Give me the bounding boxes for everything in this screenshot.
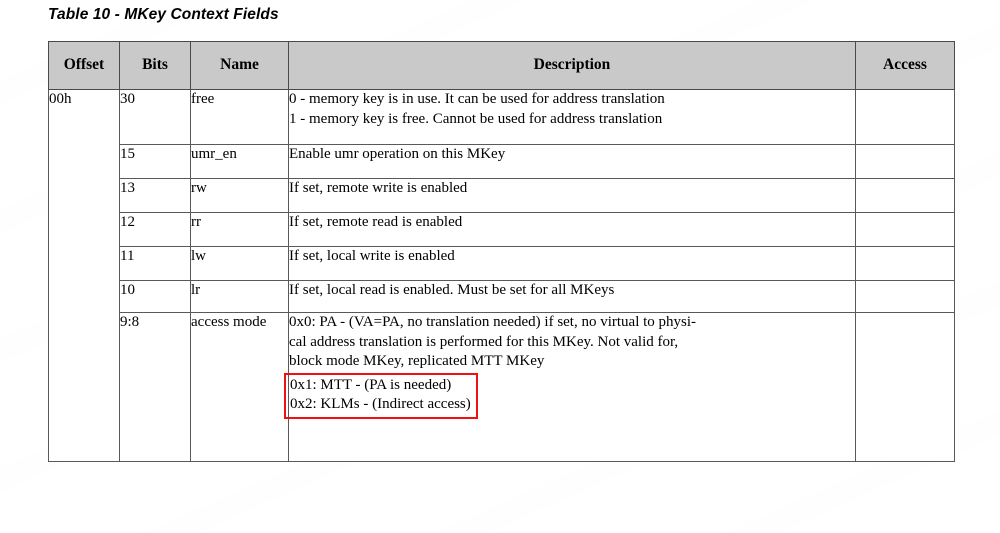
access-cell [855, 178, 955, 213]
table-row: 12 rr If set, remote read is enabled [49, 212, 955, 247]
bits-cell: 9:8 [119, 312, 191, 462]
bits-cell: 15 [119, 144, 191, 179]
name-cell: lw [190, 246, 289, 281]
description-line: Enable umr operation on this MKey [289, 146, 506, 162]
column-header-name: Name [190, 41, 289, 90]
bits-cell: 10 [119, 280, 191, 313]
mkey-context-fields-table: Offset Bits Name Description Access 00h … [48, 41, 955, 462]
description-cell: 0x0: PA - (VA=PA, no translation needed)… [284, 312, 856, 462]
access-cell [855, 312, 955, 462]
name-cell: free [190, 89, 289, 145]
name-cell: access mode [190, 312, 289, 462]
highlighted-description-line: 0x1: MTT - (PA is needed) [290, 376, 452, 393]
description-line: 1 - memory key is free. Cannot be used f… [289, 110, 663, 127]
description-line: cal address translation is performed for… [289, 333, 679, 350]
bits-cell: 30 [119, 89, 191, 145]
description-cell: If set, remote read is enabled [288, 212, 856, 247]
table-body: 00h 30 free 0 - memory key is in use. It… [48, 89, 955, 462]
mkey-context-fields-table-wrapper: Offset Bits Name Description Access 00h … [48, 41, 955, 462]
name-cell: rw [190, 178, 289, 213]
column-header-bits: Bits [119, 41, 191, 90]
bits-cell: 11 [119, 246, 191, 281]
description-line: If set, remote write is enabled [289, 180, 468, 196]
highlighted-description-line: 0x2: KLMs - (Indirect access) [290, 396, 471, 412]
description-cell: If set, local read is enabled. Must be s… [288, 280, 856, 313]
table-header-row: Offset Bits Name Description Access [48, 41, 955, 90]
table-row: 13 rw If set, remote write is enabled [49, 178, 955, 213]
red-highlight-annotation: 0x1: MTT - (PA is needed) 0x2: KLMs - (I… [284, 372, 478, 419]
table-row: 10 lr If set, local read is enabled. Mus… [49, 280, 955, 313]
table-row: 15 umr_en Enable umr operation on this M… [49, 144, 955, 179]
column-header-access: Access [855, 41, 955, 90]
description-line: block mode MKey, replicated MTT MKey [289, 353, 545, 369]
description-cell: If set, local write is enabled [288, 246, 856, 281]
description-cell: If set, remote write is enabled [288, 178, 856, 213]
table-caption: Table 10 - MKey Context Fields [48, 6, 279, 23]
name-cell: rr [190, 212, 289, 247]
access-cell [855, 144, 955, 179]
table-header: Offset Bits Name Description Access [48, 41, 955, 90]
table-row: 00h 30 free 0 - memory key is in use. It… [48, 89, 955, 462]
access-cell [855, 89, 955, 145]
column-header-offset: Offset [48, 41, 120, 90]
bits-cell: 12 [119, 212, 191, 247]
description-line: If set, local read is enabled. Must be s… [289, 282, 615, 298]
description-cell: 0 - memory key is in use. It can be used… [288, 89, 856, 145]
description-line: If set, remote read is enabled [289, 214, 463, 230]
description-line: 0 - memory key is in use. It can be used… [289, 91, 665, 107]
description-cell: Enable umr operation on this MKey [288, 144, 856, 179]
name-cell: lr [190, 280, 289, 313]
access-cell [855, 280, 955, 313]
bits-cell: 13 [119, 178, 191, 213]
table-row: 9:8 access mode 0x0: PA - (VA=PA, no tra… [49, 312, 955, 462]
column-header-description: Description [288, 41, 856, 90]
access-cell [855, 246, 955, 281]
description-line: 0x0: PA - (VA=PA, no translation needed)… [289, 314, 697, 330]
access-cell [855, 212, 955, 247]
description-line: If set, local write is enabled [289, 248, 455, 264]
offset-cell: 00h [48, 89, 120, 462]
name-cell: umr_en [190, 144, 289, 179]
table-row: 11 lw If set, local write is enabled [49, 246, 955, 281]
